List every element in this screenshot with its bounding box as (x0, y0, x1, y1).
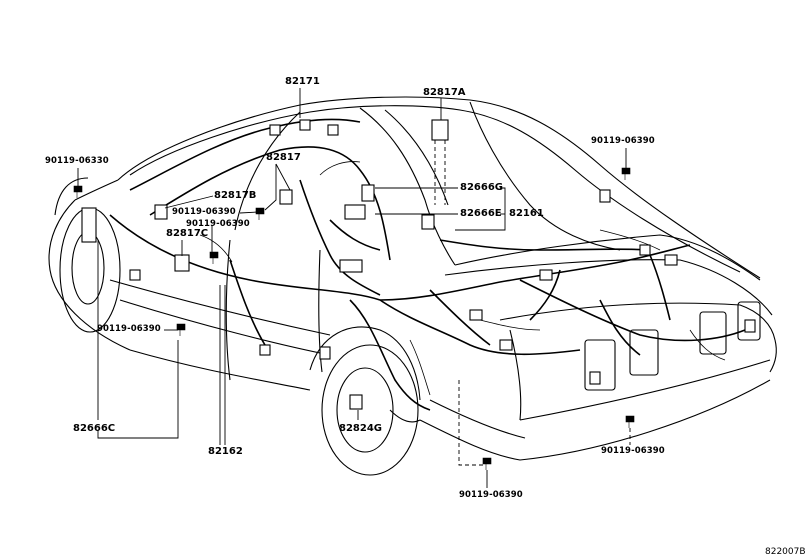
bolt-label-bottom-right-1: 90119-06390 (601, 446, 665, 456)
part-label-82162: 82162 (208, 446, 243, 457)
part-label-82817: 82817 (266, 152, 301, 163)
part-label-82161: 82161 (509, 208, 544, 219)
part-label-82824G: 82824G (339, 423, 382, 434)
bolt-label-left: 90119-06390 (97, 324, 161, 334)
leader-lines (77, 88, 631, 488)
part-label-82666C: 82666C (73, 423, 116, 434)
bolt-label-top-right: 90119-06390 (591, 136, 655, 146)
wire-harness (109, 118, 746, 411)
part-label-82817C: 82817C (166, 228, 209, 239)
bolt-label-mid-1: 90119-06390 (172, 207, 236, 217)
bolt-label-top-left: 90119-06330 (45, 156, 109, 166)
part-label-82817B: 82817B (214, 190, 257, 201)
car-body-outline (48, 96, 777, 476)
diagram-code: 822007B (765, 547, 806, 557)
connectors (81, 119, 756, 410)
bolt-label-mid-2: 90119-06390 (186, 219, 250, 229)
bolt-label-bottom-right-2: 90119-06390 (459, 490, 523, 500)
part-label-82817A: 82817A (423, 87, 466, 98)
part-label-82666G: 82666G (460, 182, 503, 193)
part-label-82666E: 82666E (460, 208, 502, 219)
bolts (73, 167, 635, 470)
part-label-82171: 82171 (285, 76, 320, 87)
